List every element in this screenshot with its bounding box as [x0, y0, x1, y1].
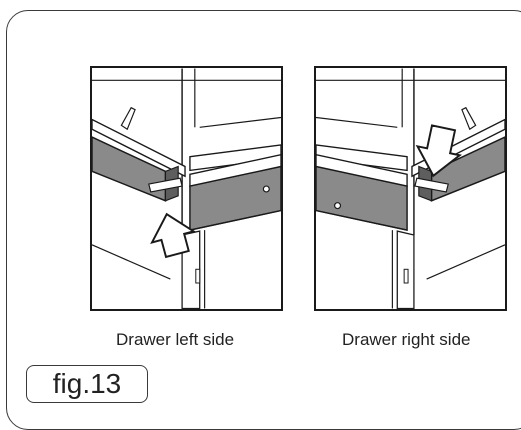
panel-drawer-left	[90, 66, 283, 311]
arrow-down-icon	[415, 124, 462, 178]
drawer-right-illustration	[316, 68, 505, 309]
drawer-left-illustration	[92, 68, 281, 309]
caption-drawer-right: Drawer right side	[342, 330, 471, 349]
arrow-up-icon	[150, 212, 197, 259]
caption-drawer-left: Drawer left side	[116, 330, 235, 349]
figure-label: fig.13	[26, 365, 148, 403]
panel-drawer-right	[314, 66, 507, 311]
